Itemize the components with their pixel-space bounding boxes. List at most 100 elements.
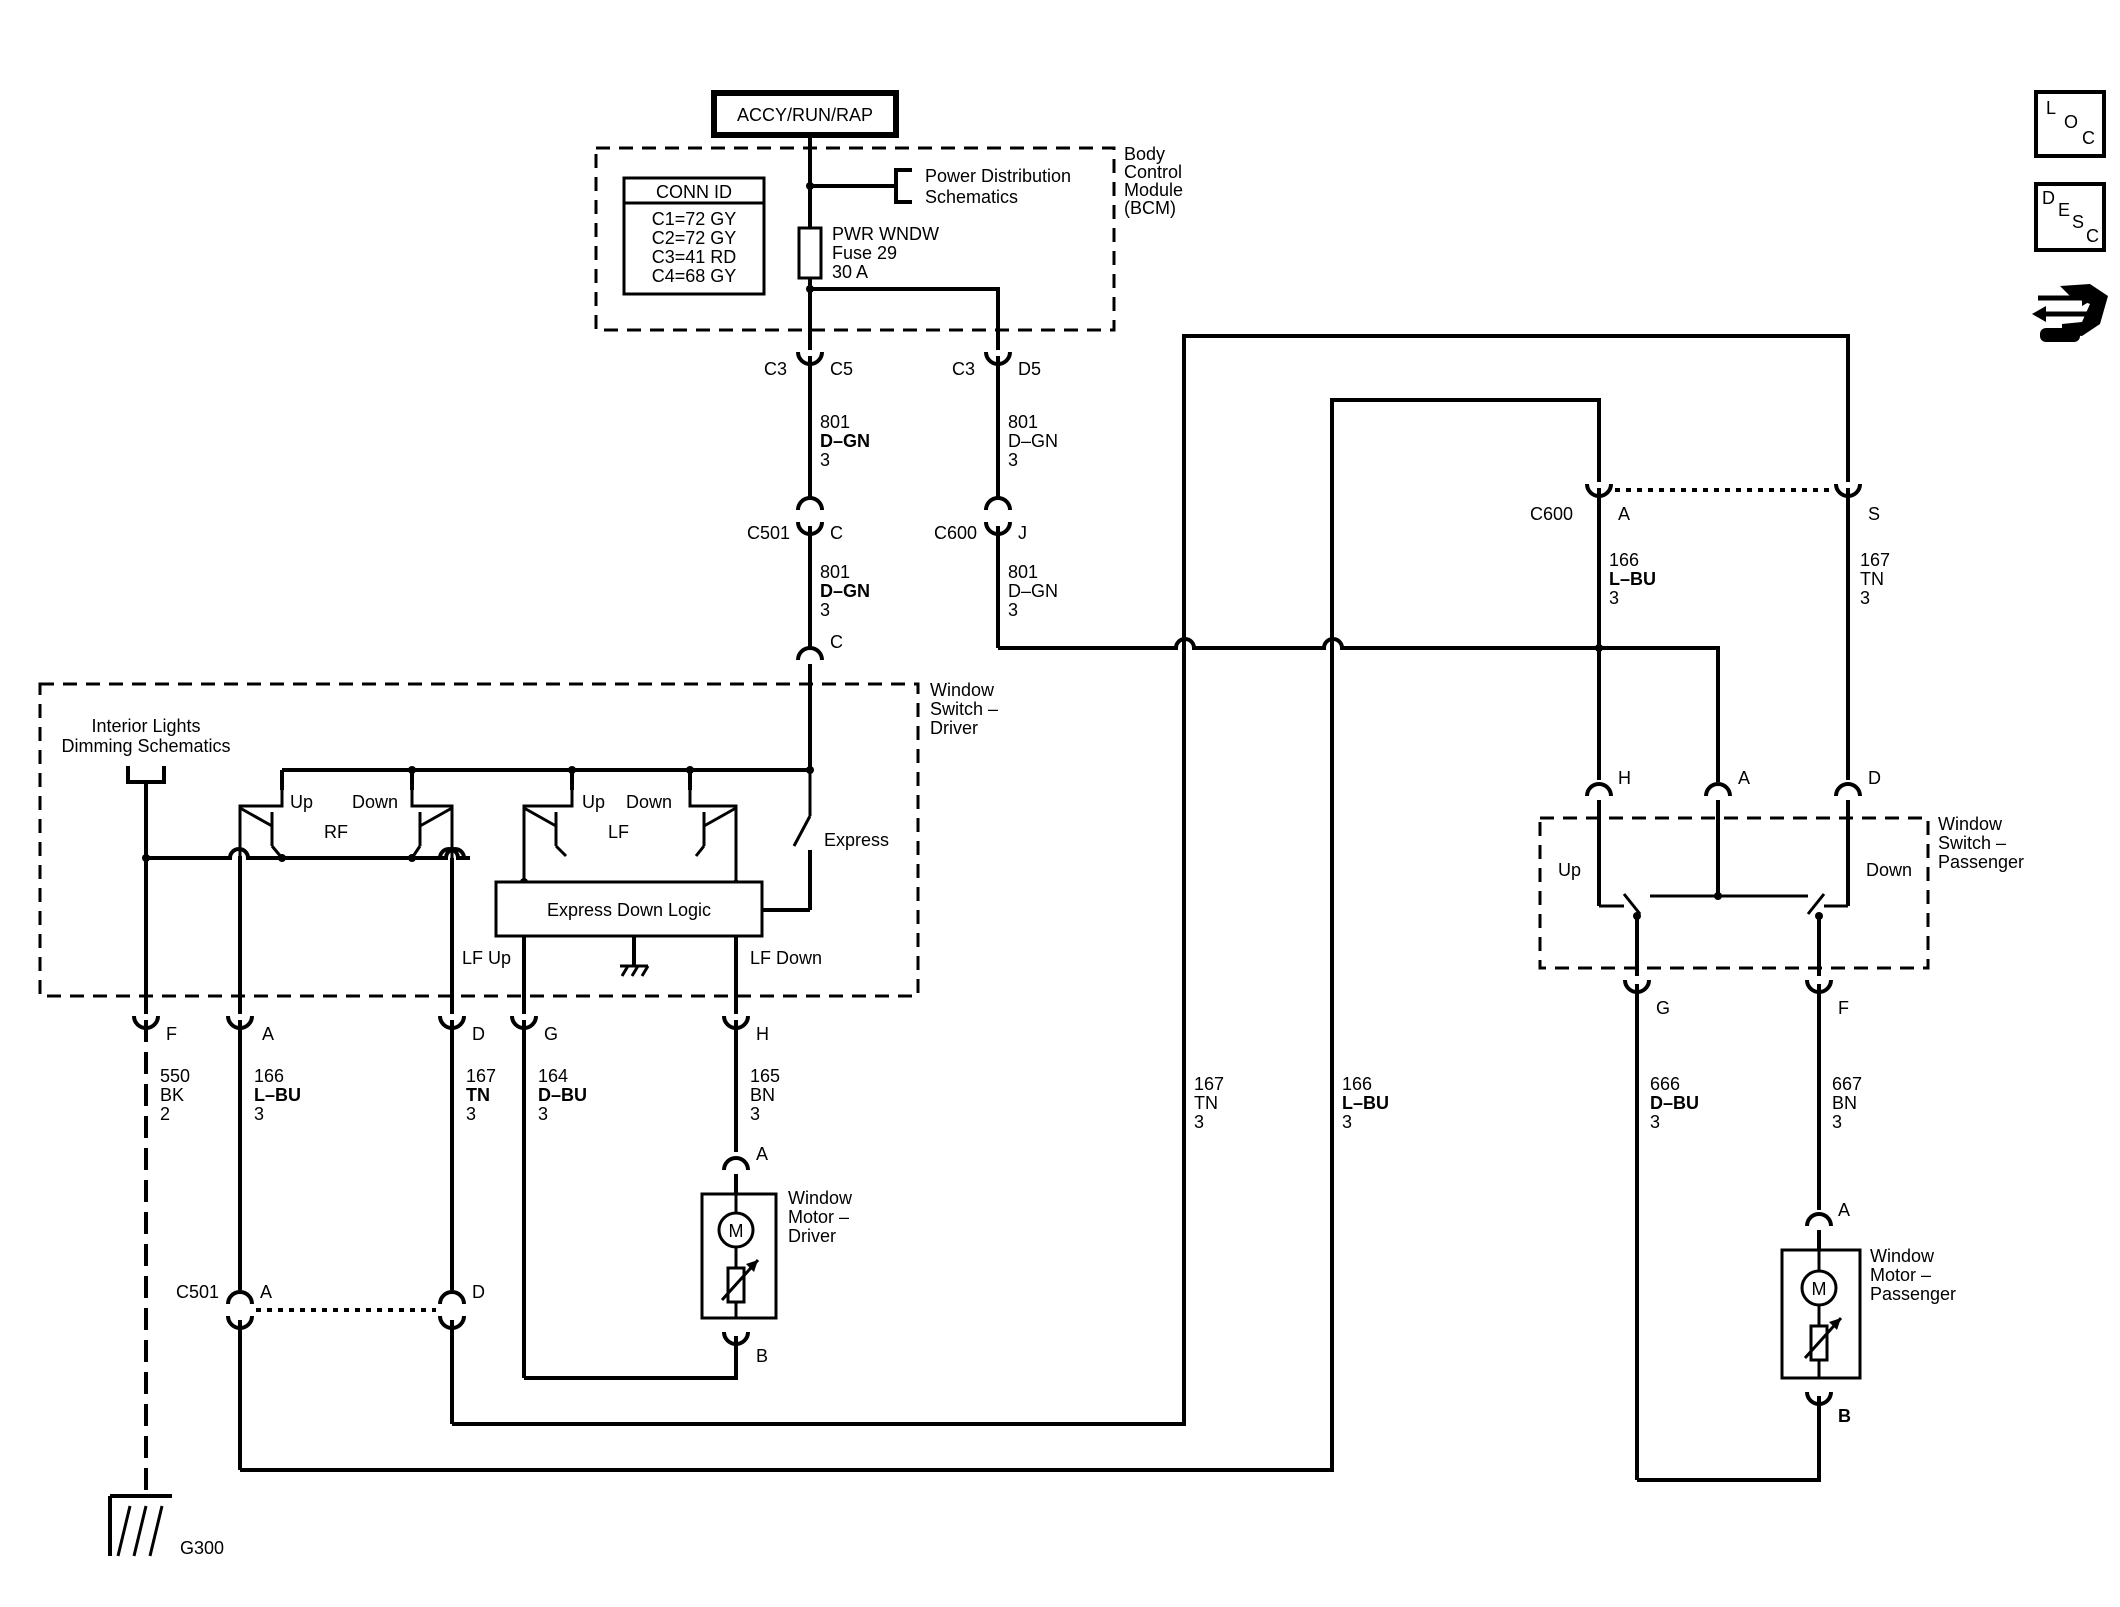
svg-text:3: 3 — [1008, 450, 1018, 470]
c501-lower-connector: C501 A D — [176, 1282, 485, 1330]
svg-text:D–GN: D–GN — [820, 431, 870, 451]
svg-text:3: 3 — [1194, 1112, 1204, 1132]
svg-text:F: F — [166, 1024, 177, 1044]
svg-text:Body: Body — [1124, 144, 1165, 164]
svg-text:C600: C600 — [1530, 504, 1573, 524]
svg-text:TN: TN — [466, 1085, 490, 1105]
express-switch: Express — [762, 770, 889, 912]
conn-c501: C501 — [747, 523, 790, 543]
passenger-down-label: Down — [1866, 860, 1912, 880]
svg-text:D–GN: D–GN — [1008, 581, 1058, 601]
loc-icon[interactable]: L O C — [2034, 90, 2106, 158]
wire-165-label: 165 BN 3 — [750, 1066, 780, 1124]
svg-text:L–BU: L–BU — [1609, 569, 1656, 589]
conn-id-table: CONN ID C1=72 GY C2=72 GY C3=41 RD C4=68… — [622, 176, 766, 296]
wire-550-label: 550 BK 2 — [160, 1066, 190, 1124]
wire-166-mid-label: 166 L–BU 3 — [1342, 1074, 1389, 1132]
svg-text:A: A — [1738, 768, 1750, 788]
svg-text:PWR WNDW: PWR WNDW — [832, 224, 939, 244]
wire-164-label: 164 D–BU 3 — [538, 1066, 587, 1124]
window-motor-driver: A M B — [700, 1144, 778, 1366]
passenger-switch-title: Window Switch – Passenger — [1938, 814, 2024, 872]
svg-text:C3=41 RD: C3=41 RD — [652, 247, 737, 267]
conn-c600-left: C600 — [934, 523, 977, 543]
passenger-up-label: Up — [1558, 860, 1581, 880]
window-motor-passenger: A M B — [1780, 1200, 1862, 1426]
window-motor-passenger-title: Window Motor – Passenger — [1870, 1246, 1956, 1304]
svg-text:801: 801 — [820, 412, 850, 432]
svg-text:Passenger: Passenger — [1870, 1284, 1956, 1304]
svg-text:Fuse 29: Fuse 29 — [832, 243, 897, 263]
express-label: Express — [824, 830, 889, 850]
svg-text:BN: BN — [1832, 1093, 1857, 1113]
svg-text:Motor –: Motor – — [1870, 1265, 1931, 1285]
svg-text:(BCM): (BCM) — [1124, 198, 1176, 218]
desc-icon[interactable]: D E S C — [2034, 182, 2106, 252]
power-distribution-ref: Power Distribution Schematics — [925, 166, 1071, 207]
rf-down-label: Down — [352, 792, 398, 812]
lf-label: LF — [608, 822, 629, 842]
svg-text:H: H — [756, 1024, 769, 1044]
conn-c5: C5 — [830, 359, 853, 379]
svg-text:Window: Window — [788, 1188, 853, 1208]
svg-text:Dimming Schematics: Dimming Schematics — [61, 736, 230, 756]
svg-text:D–BU: D–BU — [1650, 1093, 1699, 1113]
svg-text:L: L — [2046, 98, 2056, 118]
svg-text:801: 801 — [1008, 562, 1038, 582]
svg-text:167: 167 — [1194, 1074, 1224, 1094]
svg-text:B: B — [1838, 1406, 1851, 1426]
svg-text:801: 801 — [820, 562, 850, 582]
svg-text:667: 667 — [1832, 1074, 1862, 1094]
svg-text:D: D — [1868, 768, 1881, 788]
wire-801-c-label: 801 D–GN 3 — [820, 562, 870, 620]
svg-text:Switch –: Switch – — [1938, 833, 2006, 853]
svg-text:167: 167 — [1860, 550, 1890, 570]
svg-text:666: 666 — [1650, 1074, 1680, 1094]
conn-c600-left-pin: J — [1018, 523, 1027, 543]
lf-down-label: Down — [626, 792, 672, 812]
svg-text:3: 3 — [538, 1104, 548, 1124]
svg-text:G300: G300 — [180, 1538, 224, 1558]
rf-switch: Up Down RF — [238, 790, 454, 859]
interior-lights-ref: Interior Lights Dimming Schematics — [61, 716, 230, 756]
wire-167-label: 167 TN 3 — [466, 1066, 496, 1124]
svg-text:D: D — [2042, 188, 2055, 208]
svg-text:Window: Window — [1938, 814, 2003, 834]
svg-text:3: 3 — [1342, 1112, 1352, 1132]
svg-text:Module: Module — [1124, 180, 1183, 200]
svg-text:Driver: Driver — [930, 718, 978, 738]
fuse-29 — [797, 226, 823, 280]
svg-text:Motor –: Motor – — [788, 1207, 849, 1227]
express-down-logic-label: Express Down Logic — [547, 900, 711, 920]
conn-c3-right: C3 — [952, 359, 975, 379]
svg-text:3: 3 — [1832, 1112, 1842, 1132]
svg-text:TN: TN — [1194, 1093, 1218, 1113]
bcm-title: Body Control Module (BCM) — [1124, 144, 1183, 218]
svg-text:166: 166 — [1609, 550, 1639, 570]
svg-text:A: A — [262, 1024, 274, 1044]
svg-text:Passenger: Passenger — [1938, 852, 2024, 872]
svg-text:G: G — [544, 1024, 558, 1044]
power-source-label: ACCY/RUN/RAP — [737, 105, 873, 125]
svg-text:E: E — [2058, 200, 2070, 220]
wire-801-b-label: 801 D–GN 3 — [1008, 412, 1058, 470]
passenger-switch-boundary — [1538, 816, 1930, 970]
svg-text:Switch –: Switch – — [930, 699, 998, 719]
diagnostic-tool-icon[interactable] — [2032, 284, 2108, 342]
svg-text:3: 3 — [1008, 600, 1018, 620]
lf-up-label: Up — [582, 792, 605, 812]
window-motor-driver-title: Window Motor – Driver — [788, 1188, 853, 1246]
svg-text:A: A — [756, 1144, 768, 1164]
svg-text:Window: Window — [930, 680, 995, 700]
svg-text:30 A: 30 A — [832, 262, 868, 282]
express-down-logic — [494, 880, 764, 938]
wire-801-d-label: 801 D–GN 3 — [1008, 562, 1058, 620]
svg-text:165: 165 — [750, 1066, 780, 1086]
svg-text:CONN ID: CONN ID — [656, 182, 732, 202]
svg-text:L–BU: L–BU — [1342, 1093, 1389, 1113]
svg-text:166: 166 — [1342, 1074, 1372, 1094]
wire-166-top-label: 166 L–BU 3 — [1609, 550, 1656, 608]
lf-switch: Up Down LF — [522, 790, 738, 882]
wire-167-mid-label: 167 TN 3 — [1194, 1074, 1224, 1132]
